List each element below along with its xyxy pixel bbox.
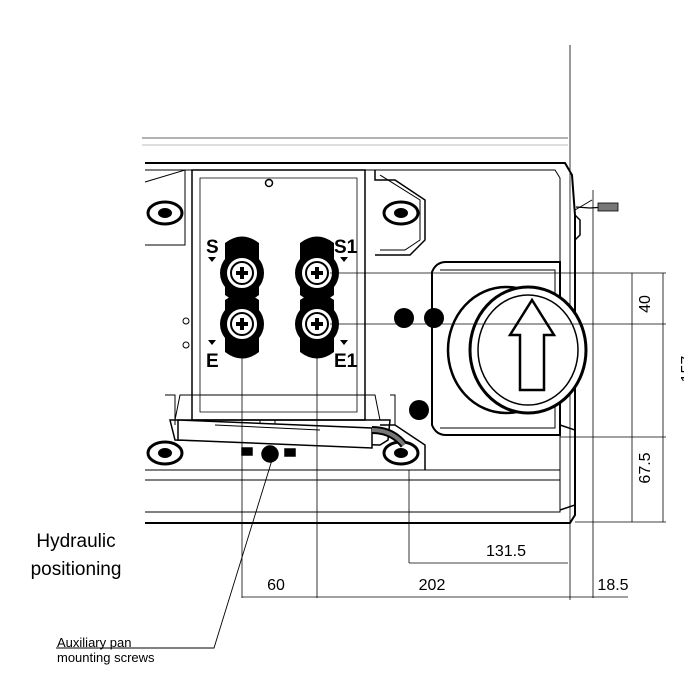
port-label-s1: S1	[334, 237, 358, 258]
auxiliary-pan-strip	[177, 419, 408, 463]
port-marker-icon	[340, 257, 348, 262]
port-label-s: S	[206, 237, 219, 258]
port-marker-icon	[208, 257, 216, 262]
hydraulic-positioning-label: Hydraulic positioning	[8, 528, 144, 584]
dimension-total-height: 157	[679, 356, 684, 383]
port-marker-icon	[208, 340, 216, 345]
indicator-dots	[394, 308, 444, 420]
dimension-port-to-edge: 202	[419, 577, 446, 594]
screws-leader-line	[56, 459, 273, 649]
port-label-e1: E1	[334, 351, 358, 372]
port-label-e: E	[206, 351, 219, 372]
dimension-lower-offset: 67.5	[637, 452, 654, 483]
sensor-cable	[575, 202, 619, 212]
screws-label-line2: mounting screws	[57, 650, 155, 665]
valve-actuator	[431, 261, 588, 436]
left-mounting-holes	[146, 200, 420, 466]
port-fitting-supply-alt	[295, 236, 339, 302]
extension-lines	[241, 190, 666, 598]
hydraulic-positioning-line1: Hydraulic	[36, 531, 116, 552]
port-marker-icon	[340, 340, 348, 345]
port-fitting-supply	[220, 236, 264, 302]
dimension-upper-offset: 40	[637, 295, 654, 313]
flow-direction-arrow-icon	[507, 297, 557, 392]
screws-label-line1: Auxiliary pan	[57, 635, 132, 650]
dimension-valve-to-edge: 131.5	[486, 543, 526, 560]
dimension-port-spacing: 60	[267, 577, 285, 594]
valve-mounting-plate	[165, 169, 426, 470]
unit-housing	[144, 162, 593, 524]
auxiliary-pan-screws-label: Auxiliary pan mounting screws	[57, 635, 155, 665]
port-fitting-return	[220, 294, 264, 359]
hydraulic-positioning-line2: positioning	[30, 559, 122, 580]
dimension-edge-margin: 18.5	[597, 577, 628, 594]
